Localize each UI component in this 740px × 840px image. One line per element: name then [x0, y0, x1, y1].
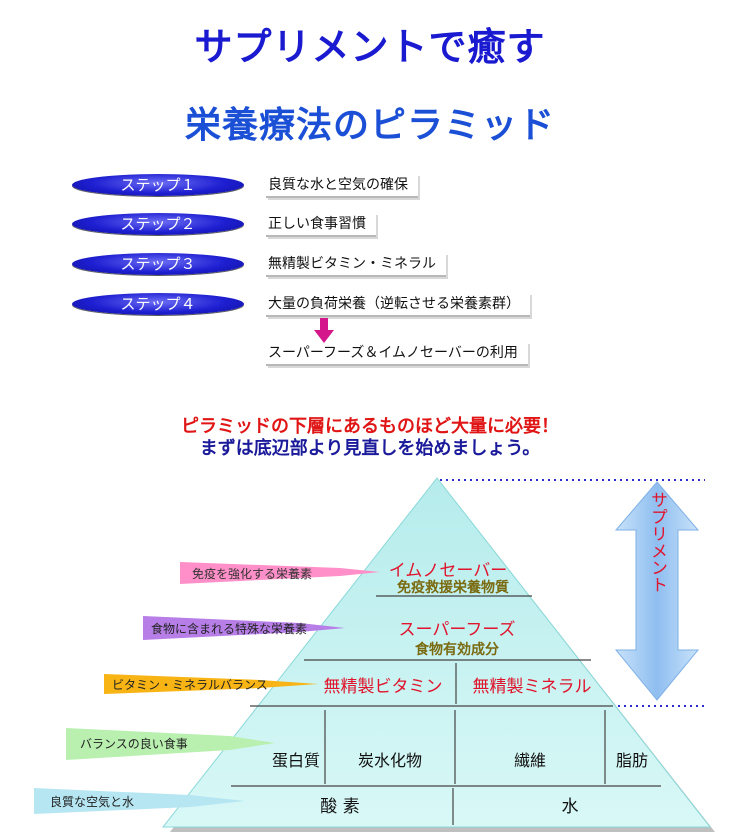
tier4-carbohydrate: 炭水化物 [358, 751, 422, 770]
nutrition-pyramid-diagram: イムノセーバー 免疫救援栄養物質 スーパーフーズ 食物有効成分 無精製ビタミン … [34, 477, 715, 832]
svg-text:良質な空気と水: 良質な空気と水 [50, 794, 134, 809]
page-title: サプリメントで癒す [194, 25, 546, 69]
callout-balanced-meal: バランスの良い食事 [66, 728, 275, 760]
pyramid-body [161, 477, 712, 828]
step-1-text: 良質な水と空気の確保 [266, 174, 418, 198]
callout-air-water: 良質な空気と水 [34, 788, 245, 814]
step-4-badge: ステップ４ [72, 293, 244, 315]
tier4-protein: 蛋白質 [272, 751, 320, 770]
svg-text:食物に含まれる特殊な栄養素: 食物に含まれる特殊な栄養素 [151, 621, 307, 636]
callout-special-nutrients: 食物に含まれる特殊な栄養素 [143, 616, 345, 640]
tier5-oxygen: 酸 素 [320, 797, 359, 817]
tier4-fat: 脂肪 [616, 751, 648, 770]
tier5-water: 水 [562, 797, 579, 817]
tier3-left: 無精製ビタミン [324, 677, 443, 697]
svg-text:免疫を強化する栄養素: 免疫を強化する栄養素 [192, 566, 312, 581]
tier4-fiber: 繊維 [514, 751, 546, 770]
supplement-double-arrow [614, 481, 700, 701]
callout-vitamin-mineral: ビタミン・ミネラルバランス [104, 674, 318, 694]
step-3-badge: ステップ３ [72, 253, 244, 275]
step-4-text: 大量の負荷栄養（逆転させる栄養素群） [266, 293, 530, 317]
notice-line-2: まずは底辺部より見直しを始めましょう。 [199, 438, 541, 459]
tier3-right: 無精製ミネラル [473, 677, 592, 697]
step-1-badge: ステップ１ [72, 174, 244, 196]
page-subtitle: 栄養療法のピラミッド [184, 105, 555, 146]
step-2-text: 正しい食事習慣 [266, 213, 376, 237]
tier1-subtitle: 免疫救援栄養物質 [397, 579, 509, 596]
tier1-title: イムノセーバー [389, 561, 508, 581]
tier2-title: スーパーフーズ [399, 620, 516, 640]
step-2-badge: ステップ２ [72, 213, 244, 235]
step-4-result: スーパーフーズ＆イムノセーバーの利用 [266, 342, 528, 366]
svg-text:バランスの良い食事: バランスの良い食事 [80, 736, 188, 751]
down-arrow-icon [314, 318, 334, 343]
svg-text:ビタミン・ミネラルバランス: ビタミン・ミネラルバランス [112, 678, 268, 692]
step-3-text: 無精製ビタミン・ミネラル [266, 253, 446, 277]
callout-immune: 免疫を強化する栄養素 [180, 562, 380, 584]
supplement-arrow-label: サプリメント [647, 491, 667, 593]
notice-line-1: ピラミッドの下層にあるものほど大量に必要！ [181, 416, 559, 437]
tier2-subtitle: 食物有効成分 [415, 641, 499, 658]
